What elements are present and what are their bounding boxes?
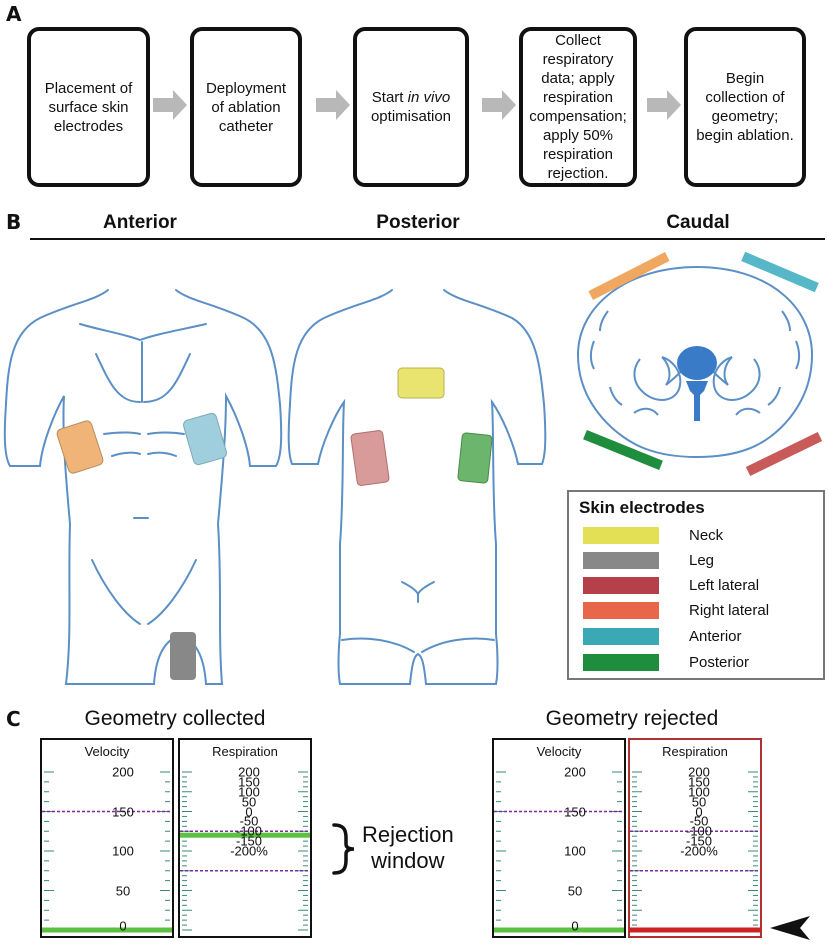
- view-title-anterior: Anterior: [103, 212, 177, 233]
- tick-label: 200: [238, 764, 260, 780]
- gauge-scale: [630, 771, 760, 933]
- tick-label: -200%: [230, 843, 268, 859]
- workflow-arrow-3: [482, 90, 516, 120]
- rejection-window-brace: [332, 823, 355, 875]
- collected-velocity-gauge: Velocity 200 150 100 50 0: [40, 738, 174, 938]
- workflow-arrow-4: [647, 90, 681, 120]
- anterior-electrode-caudal: [741, 251, 819, 293]
- tick-label: 100: [564, 843, 586, 859]
- tick-label: 200: [688, 764, 710, 780]
- anterior-electrode-front: [183, 412, 227, 466]
- geometry-rejected-title: Geometry rejected: [545, 707, 719, 730]
- leg-electrode: [170, 632, 196, 680]
- left-lateral-electrode-posterior: [350, 430, 390, 486]
- view-title-caudal: Caudal: [666, 212, 730, 233]
- signal-bar: [494, 927, 624, 933]
- legend-item-right-lateral: Right lateral: [583, 600, 769, 620]
- rejected-velocity-gauge: Velocity 200 150 100 50 0: [492, 738, 626, 938]
- rejection-indicator-arrow-icon: [770, 916, 810, 940]
- tick-label: -50: [689, 813, 709, 829]
- tick-label: 100: [688, 784, 710, 800]
- signal-bar: [42, 927, 172, 933]
- tick-label: -50: [239, 813, 259, 829]
- tick-label: 0: [695, 804, 703, 819]
- tick-label: 50: [567, 883, 583, 898]
- tick-label: -100: [685, 823, 713, 839]
- geometry-collected-title: Geometry collected: [84, 707, 266, 730]
- gauge-scale: [42, 771, 172, 933]
- gauge-header: Velocity: [536, 744, 582, 759]
- legend-item-left-lateral: Left lateral: [583, 575, 759, 595]
- gauge-header: Respiration: [212, 744, 278, 759]
- caudal-cross-section: [576, 251, 823, 477]
- workflow-arrow-1: [153, 90, 187, 120]
- tick-label: 50: [241, 794, 257, 810]
- legend-item-leg: Leg: [583, 550, 714, 570]
- legend-title: Skin electrodes: [579, 498, 705, 517]
- right-lateral-electrode-caudal: [588, 252, 670, 300]
- tick-label: 0: [119, 918, 127, 934]
- tick-label: -150: [235, 833, 263, 849]
- legend-item-anterior: Anterior: [583, 626, 742, 646]
- legend-swatch-leg: [583, 551, 659, 569]
- legend-item-neck: Neck: [583, 525, 723, 545]
- tick-label: 150: [688, 774, 710, 790]
- legend-swatch-anterior: [583, 627, 659, 645]
- tick-label: 150: [238, 774, 260, 790]
- posterior-electrode-caudal: [583, 430, 663, 470]
- signal-bar: [630, 927, 760, 933]
- tick-label: -150: [685, 833, 713, 849]
- tick-label: 200: [112, 764, 134, 780]
- view-title-posterior: Posterior: [376, 212, 460, 233]
- tick-label: -100: [235, 823, 263, 839]
- panel-label-b: B: [6, 210, 22, 234]
- tick-label: 100: [112, 843, 134, 859]
- signal-bar: [180, 832, 310, 838]
- panel-label-a: A: [6, 2, 22, 26]
- legend-swatch-posterior: [583, 653, 659, 671]
- workflow-arrow-2: [316, 90, 350, 120]
- panel-label-c: C: [6, 707, 21, 731]
- skin-electrodes-legend: Skin electrodes Neck Leg Left lateral Ri…: [567, 490, 825, 680]
- tick-label: -200%: [680, 843, 718, 859]
- section-divider: [30, 238, 825, 240]
- legend-swatch-right-lateral: [583, 601, 659, 619]
- anterior-body-figure: [3, 289, 283, 685]
- legend-swatch-neck: [583, 526, 659, 544]
- posterior-body-figure: [287, 289, 547, 685]
- gauge-scale: [494, 771, 624, 933]
- right-lateral-electrode-anterior: [56, 420, 104, 474]
- tick-label: 0: [245, 804, 253, 819]
- tick-label: 200: [564, 764, 586, 780]
- left-lateral-electrode-caudal: [745, 431, 823, 477]
- legend-item-posterior: Posterior: [583, 652, 749, 672]
- posterior-electrode-back: [457, 432, 493, 484]
- tick-label: 100: [238, 784, 260, 800]
- legend-swatch-left-lateral: [583, 576, 659, 594]
- tick-label: 50: [691, 794, 707, 810]
- tick-label: 50: [115, 883, 131, 898]
- tick-label: 150: [112, 804, 134, 819]
- gauge-header: Respiration: [662, 744, 728, 759]
- tick-label: 0: [571, 918, 579, 934]
- tick-label: 150: [564, 804, 586, 819]
- gauge-header: Velocity: [84, 744, 130, 759]
- gauge-scale: [180, 771, 310, 931]
- neck-electrode: [397, 367, 445, 399]
